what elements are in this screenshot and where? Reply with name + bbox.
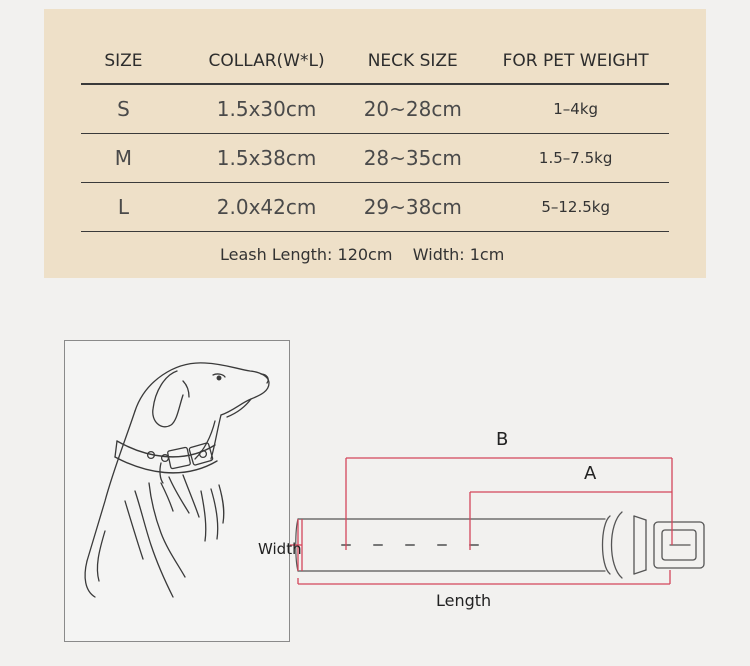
table-row: L 2.0x42cm 29~38cm 5–12.5kg — [81, 182, 669, 232]
size-table: SIZE COLLAR(W*L) NECK SIZE FOR PET WEIGH… — [81, 39, 669, 232]
cell-weight: 1.5–7.5kg — [472, 133, 669, 183]
header-neck-size: NECK SIZE — [353, 39, 473, 85]
table-row: S 1.5x30cm 20~28cm 1–4kg — [81, 84, 669, 134]
cell-neck: 20~28cm — [353, 84, 473, 134]
size-chart-panel: SIZE COLLAR(W*L) NECK SIZE FOR PET WEIGH… — [44, 9, 706, 278]
dog-illustration-frame — [64, 340, 290, 642]
cell-size: S — [81, 84, 166, 134]
dog-illustration-icon — [84, 362, 270, 598]
header-collar: COLLAR(W*L) — [165, 39, 354, 85]
collar-measurement-diagram: B A Width Length — [250, 420, 730, 620]
cell-neck: 29~38cm — [353, 182, 473, 232]
cell-weight: 1–4kg — [472, 84, 669, 134]
label-a: A — [584, 463, 597, 484]
label-length: Length — [436, 591, 492, 610]
cell-weight: 5–12.5kg — [472, 182, 669, 232]
cell-size: M — [81, 133, 166, 183]
cell-collar: 1.5x30cm — [165, 84, 354, 134]
cell-neck: 28~35cm — [353, 133, 473, 183]
table-row: M 1.5x38cm 28~35cm 1.5–7.5kg — [81, 133, 669, 183]
cell-size: L — [81, 182, 166, 232]
collar-illustration-icon — [290, 457, 705, 585]
cell-collar: 2.0x42cm — [165, 182, 354, 232]
cell-collar: 1.5x38cm — [165, 133, 354, 183]
header-size: SIZE — [81, 39, 166, 85]
leash-info: Leash Length: 120cm Width: 1cm — [220, 245, 505, 264]
table-header-row: SIZE COLLAR(W*L) NECK SIZE FOR PET WEIGH… — [81, 39, 669, 85]
label-b: B — [496, 429, 509, 450]
label-width: Width — [258, 540, 302, 558]
header-pet-weight: FOR PET WEIGHT — [472, 39, 669, 85]
